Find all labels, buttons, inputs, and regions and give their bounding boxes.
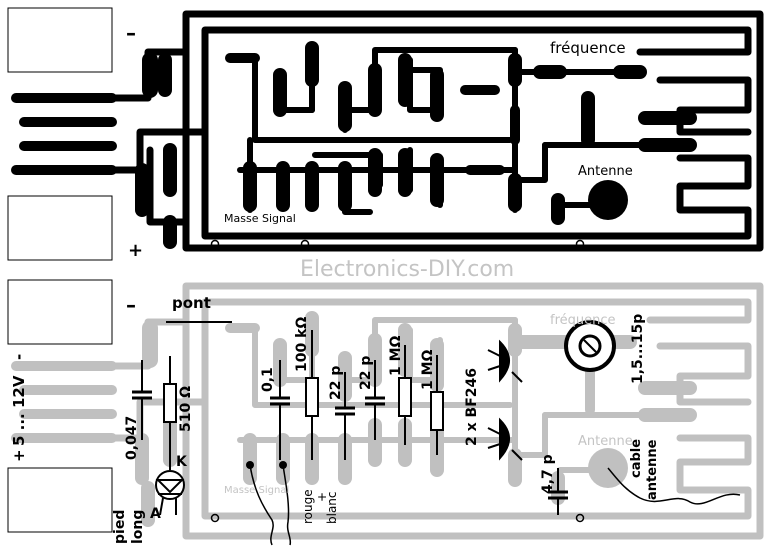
label-r-510: 510 Ω — [178, 386, 194, 432]
label-c-22p-b: 22 p — [358, 356, 374, 390]
wire-dot-rouge — [246, 461, 254, 469]
wire-dot-blanc — [279, 461, 287, 469]
top-pad-box-1 — [7, 7, 113, 73]
watermark-text: Electronics-DIY.com — [300, 257, 514, 282]
label-long: long — [130, 510, 146, 544]
label-r-1m-b: 1 MΩ — [420, 349, 436, 390]
bottom-label-supply-minus: - — [10, 354, 28, 360]
bottom-label-masse-signal: Masse Signal — [224, 485, 289, 496]
bottom-label-minus: – — [126, 293, 136, 317]
bottom-label-supply-plus: + — [10, 449, 28, 462]
top-mount-hole-2 — [300, 239, 310, 249]
label-c-0047: 0,047 — [124, 416, 140, 460]
top-antenna-pad — [588, 180, 628, 220]
top-pcb-layout: fréquence Antenne Masse Signal – + — [7, 7, 764, 261]
top-label-plus: + — [128, 240, 143, 261]
label-rouge: rouge — [301, 489, 315, 524]
label-r-1m-a: 1 MΩ — [388, 335, 404, 376]
label-transistors: 2 x BF246 — [464, 368, 480, 446]
top-pad-box-2 — [7, 195, 113, 261]
bottom-mount-hole-2 — [575, 513, 585, 523]
label-c-47p: 4,7 p — [540, 454, 556, 494]
led-label-k: K — [176, 454, 188, 470]
label-trimmer: 1,5...15p — [630, 314, 646, 384]
bottom-mount-hole-1 — [210, 513, 220, 523]
top-mount-hole-3 — [575, 239, 585, 249]
label-plus-sign: + — [315, 492, 329, 502]
label-c-01: 0,1 — [260, 367, 276, 392]
label-r-100k: 100 kΩ — [294, 317, 310, 372]
label-pied: pied — [112, 510, 128, 544]
bottom-label-frequence: fréquence — [550, 313, 616, 328]
top-label-antenne: Antenne — [578, 164, 633, 179]
top-traces — [11, 10, 764, 252]
label-c-22p-a: 22 p — [328, 366, 344, 400]
top-label-minus: – — [126, 21, 136, 45]
top-label-frequence: fréquence — [550, 39, 626, 57]
bottom-pad-box-1 — [7, 279, 113, 345]
bottom-components — [132, 320, 741, 546]
top-mount-hole-1 — [210, 239, 220, 249]
label-antenne-cable: antenne — [645, 439, 660, 500]
bottom-pad-box-2 — [7, 467, 113, 533]
bottom-label-antenne: Antenne — [578, 434, 633, 449]
led-label-a: A — [150, 506, 161, 522]
bottom-label-supply: 5 ... 12V — [10, 375, 28, 446]
label-cable: cable — [629, 439, 644, 478]
top-label-masse-signal: Masse Signal — [224, 212, 296, 225]
label-blanc: blanc — [325, 491, 339, 524]
bottom-label-pont: pont — [172, 294, 211, 312]
bottom-pcb-layout: – pont fréquence Antenne Masse Signal K … — [7, 279, 764, 546]
